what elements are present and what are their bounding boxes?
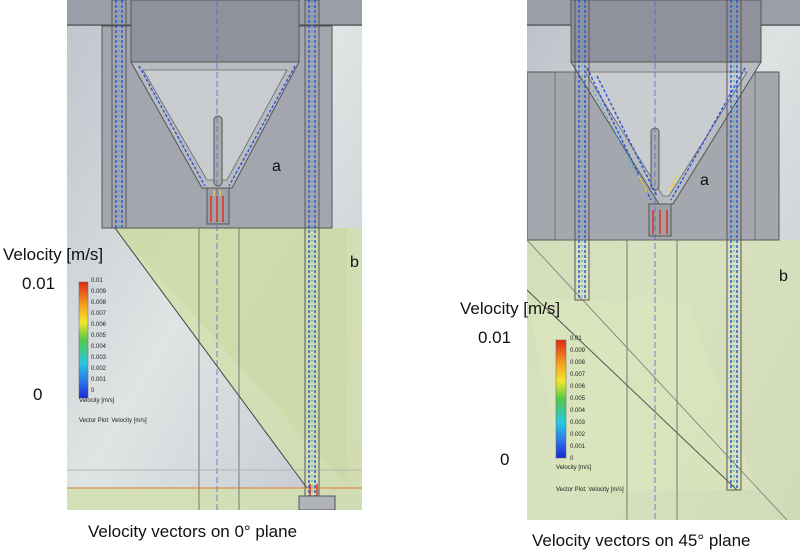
legend-tick: 0.01: [570, 336, 582, 342]
left-min-label: 0: [33, 385, 43, 404]
color-legend-bar: [78, 281, 89, 399]
legend-tick: 0: [91, 388, 95, 394]
legend-tick: 0.005: [91, 333, 107, 339]
plot-title: Vector Plot: Velocity [m/s]: [556, 487, 624, 493]
legend-tick: 0.01: [91, 278, 103, 284]
legend-tick: 0.009: [91, 289, 107, 295]
left-geometry: [67, 0, 362, 510]
legend-tick: 0.006: [570, 384, 586, 390]
left-label-b: b: [350, 254, 359, 271]
legend-title: Velocity [m/s]: [79, 398, 115, 404]
right-label-a: a: [700, 172, 709, 189]
left-label-a: a: [272, 158, 281, 175]
legend-tick: 0.001: [570, 444, 586, 450]
left-caption: Velocity vectors on 0° plane: [88, 522, 298, 541]
legend-tick: 0.006: [91, 322, 107, 328]
right-simulation-view: [527, 0, 800, 520]
right-label-b: b: [779, 268, 788, 285]
legend-tick: 0.009: [570, 348, 586, 354]
legend-tick: 0.007: [570, 372, 586, 378]
legend-tick: 0.004: [570, 408, 586, 414]
legend-tick: 0.002: [570, 432, 586, 438]
left-velocity-label: Velocity [m/s]: [3, 245, 104, 264]
right-velocity-label: Velocity [m/s]: [460, 299, 561, 318]
legend-tick: 0.007: [91, 311, 107, 317]
right-min-label: 0: [500, 450, 510, 469]
plot-title: Vector Plot: Velocity [m/s]: [79, 418, 147, 424]
right-max-label: 0.01: [478, 328, 512, 347]
right-legend: 0.01 0.009 0.008 0.007 0.006 0.005 0.004…: [556, 336, 630, 499]
legend-tick: 0.008: [91, 300, 107, 306]
left-legend: 0.01 0.009 0.008 0.007 0.006 0.005 0.004…: [79, 278, 151, 431]
left-simulation-view: [67, 0, 362, 510]
legend-tick: 0.005: [570, 396, 586, 402]
right-geometry: [527, 0, 800, 520]
legend-tick: 0: [570, 456, 574, 462]
legend-tick: 0.003: [570, 420, 586, 426]
legend-tick: 0.003: [91, 355, 107, 361]
left-max-label: 0.01: [22, 274, 56, 293]
legend-tick: 0.002: [91, 366, 107, 372]
color-legend-bar: [555, 339, 567, 459]
velocity-vectors: [115, 0, 316, 496]
legend-tick: 0.004: [91, 344, 107, 350]
right-caption: Velocity vectors on 45° plane: [532, 531, 751, 550]
legend-tick: 0.008: [570, 360, 586, 366]
legend-title: Velocity [m/s]: [556, 465, 592, 471]
legend-tick: 0.001: [91, 377, 107, 383]
